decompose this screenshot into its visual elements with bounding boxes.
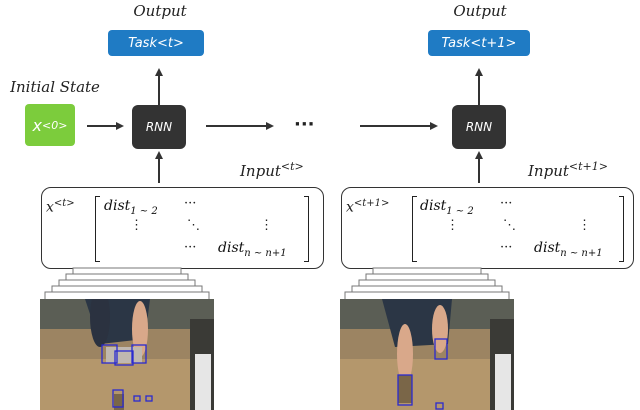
input-matrix-box-right: x<t+1> dist1 ~ 2 ··· ⋮ ⋱ ⋮ ··· distn ~ n… — [341, 187, 634, 269]
input-matrix-x-right: x<t+1> — [346, 198, 389, 216]
input-label-left: Input<t> — [240, 160, 330, 180]
initial-state-x-sup: <0> — [42, 118, 68, 132]
matrix-dist-top-right: dist1 ~ 2 — [420, 198, 474, 217]
initial-state-box: x<0> — [25, 104, 75, 146]
bbox — [112, 389, 124, 408]
matrix-dist-bottom-left-text: dist — [218, 240, 245, 256]
bbox — [114, 350, 134, 366]
task-box-right: Task<t+1> — [428, 30, 530, 56]
matrix-dots-v-left-2: ⋮ — [260, 218, 273, 233]
matrix-x-left-base: x — [46, 199, 54, 216]
input-label-left-sup: <t> — [280, 160, 304, 173]
matrix-dist-bottom-left: distn ~ n+1 — [218, 240, 287, 259]
matrix-dist-top-right-text: dist — [420, 198, 447, 214]
matrix-dist-top-right-sub: 1 ~ 2 — [446, 205, 474, 217]
matrix-dots-d-left: ⋱ — [187, 218, 200, 233]
matrix-dots-h-top-left: ··· — [184, 196, 197, 211]
matrix-bracket-left-close — [304, 196, 309, 262]
matrix-x-right-sup: <t+1> — [353, 198, 390, 209]
bbox — [435, 402, 444, 410]
input-label-right: Input<t+1> — [528, 160, 638, 180]
video-frame-right — [340, 299, 514, 410]
matrix-dist-top-left: dist1 ~ 2 — [104, 198, 158, 217]
task-box-left: Task<t> — [108, 30, 204, 56]
matrix-bracket-left-open — [95, 196, 100, 262]
matrix-dots-h-bottom-left: ··· — [184, 240, 197, 255]
matrix-bracket-right-open — [412, 196, 417, 262]
matrix-dots-h-top-right: ··· — [500, 196, 513, 211]
matrix-dist-top-left-sub: 1 ~ 2 — [130, 205, 158, 217]
matrix-dots-v-right-2: ⋮ — [578, 218, 591, 233]
matrix-x-right-base: x — [346, 199, 354, 216]
matrix-dist-bottom-right-sub: n ~ n+1 — [560, 247, 603, 259]
bbox — [133, 395, 141, 402]
matrix-dots-v-left-1: ⋮ — [130, 218, 143, 233]
matrix-dots-h-bottom-right: ··· — [500, 240, 513, 255]
matrix-bracket-right-close — [619, 196, 624, 262]
matrix-x-left-sup: <t> — [53, 198, 75, 209]
bbox — [397, 374, 413, 406]
initial-state-label: Initial State — [10, 78, 100, 96]
matrix-dist-bottom-right: distn ~ n+1 — [534, 240, 603, 259]
bbox — [131, 344, 147, 364]
bbox — [145, 395, 153, 402]
matrix-dist-top-left-text: dist — [104, 198, 131, 214]
matrix-dots-d-right: ⋱ — [503, 218, 516, 233]
video-frame-left — [40, 299, 214, 410]
input-matrix-box-left: x<t> dist1 ~ 2 ··· ⋮ ⋱ ⋮ ··· distn ~ n+1 — [41, 187, 324, 269]
matrix-dots-v-right-1: ⋮ — [446, 218, 459, 233]
bbox — [101, 344, 118, 364]
bbox — [434, 338, 448, 360]
rnn-box-right: RNN — [452, 105, 506, 149]
rnn-box-left: RNN — [132, 105, 186, 149]
output-label-left: Output — [133, 2, 187, 20]
matrix-dist-bottom-left-sub: n ~ n+1 — [244, 247, 287, 259]
timestep-ellipsis: ··· — [294, 114, 315, 135]
initial-state-x: x — [32, 115, 43, 135]
input-label-left-text: Input — [240, 162, 281, 180]
input-matrix-x-left: x<t> — [46, 198, 75, 216]
input-label-right-sup: <t+1> — [568, 160, 608, 173]
output-label-right: Output — [453, 2, 507, 20]
matrix-dist-bottom-right-text: dist — [534, 240, 561, 256]
input-label-right-text: Input — [528, 162, 569, 180]
